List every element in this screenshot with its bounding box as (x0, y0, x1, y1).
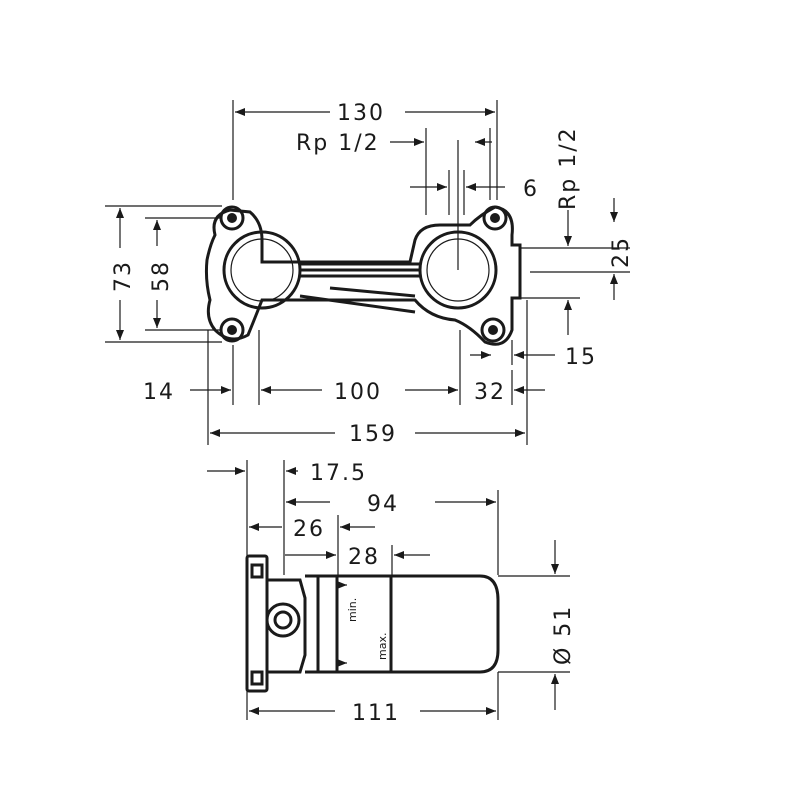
dim-25: 25 (609, 236, 634, 268)
dim-15: 15 (565, 345, 597, 370)
dim-111: 111 (352, 701, 400, 726)
dim-diameter-51: Ø 51 (551, 605, 576, 665)
mount-hole-bottom-right (480, 317, 506, 343)
dimension-lines-left (105, 205, 222, 343)
dim-14: 14 (143, 380, 175, 405)
dim-100: 100 (334, 380, 382, 405)
dimension-lines-top (232, 100, 505, 215)
dim-58: 58 (149, 260, 174, 292)
dim-94: 94 (367, 492, 399, 517)
dimension-lines-right (470, 198, 630, 365)
label-min: min. (346, 598, 359, 622)
dimension-lines-side-view (207, 460, 570, 720)
dim-thread-left: Rp 1/2 (296, 131, 380, 156)
front-view (204, 140, 522, 346)
dimension-lines-bottom-top-view (190, 300, 545, 445)
dim-17-5: 17.5 (310, 461, 367, 486)
side-view (245, 554, 500, 693)
dim-thread-right: Rp 1/2 (556, 126, 581, 210)
label-max: max. (376, 633, 389, 660)
dim-6: 6 (523, 177, 539, 202)
dim-73: 73 (111, 260, 136, 292)
mount-hole-top-right (482, 205, 508, 231)
dim-28: 28 (348, 545, 380, 570)
dim-130: 130 (337, 101, 385, 126)
dim-32: 32 (474, 380, 506, 405)
dim-26: 26 (293, 517, 325, 542)
dim-159: 159 (349, 422, 397, 447)
